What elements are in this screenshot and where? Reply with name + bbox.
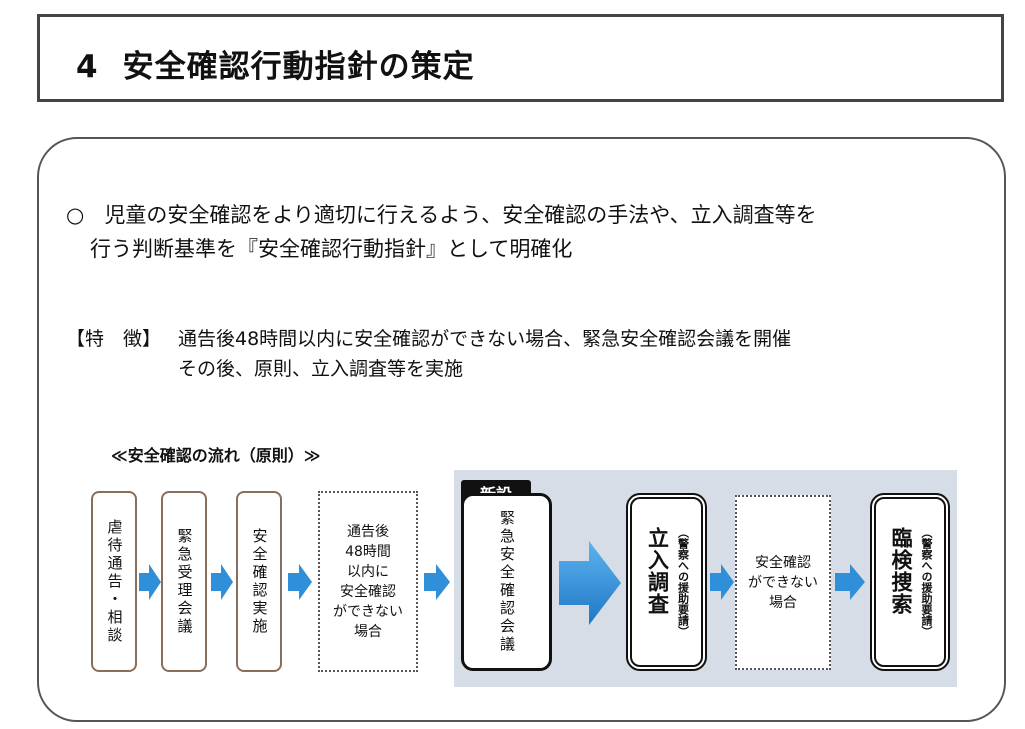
- step-forced-search-note: （警察への援助要請）: [920, 527, 933, 637]
- page-title: 4 安全確認行動指針の策定: [76, 41, 475, 86]
- summary-text: ○ 児童の安全確認をより適切に行えるよう、安全確認の手法や、立入調査等を 行う判断…: [66, 198, 817, 266]
- step-condition-48h-line: 安全確認: [340, 583, 396, 600]
- step-safety-check: 安全確認実施: [236, 491, 282, 672]
- content-panel: [37, 137, 1006, 722]
- step-condition-unable-line: 安全確認: [755, 554, 811, 571]
- section-number: 4: [76, 49, 99, 85]
- step-abuse-report: 虐待通告・相談: [91, 491, 137, 672]
- step-safety-check-label: 安全確認実施: [250, 527, 269, 636]
- arrow-right-icon: [211, 564, 233, 600]
- step-condition-48h-line: 場合: [354, 623, 382, 640]
- step-emergency-safety-meeting: 緊急安全確認会議: [461, 493, 552, 671]
- step-condition-unable-line: 場合: [769, 594, 797, 611]
- step-emergency-intake-meeting: 緊急受理会議: [161, 491, 207, 672]
- step-condition-48h-line: ができない: [333, 603, 403, 620]
- flow-title: ≪安全確認の流れ（原則）≫: [111, 446, 321, 465]
- feature-line-2: その後、原則、立入調査等を実施: [178, 358, 464, 380]
- step-condition-48h: 通告後 48時間 以内に 安全確認 ができない 場合: [318, 491, 418, 672]
- arrow-right-icon: [139, 564, 161, 600]
- arrow-right-icon: [710, 564, 734, 600]
- summary-line-1: 児童の安全確認をより適切に行えるよう、安全確認の手法や、立入調査等を: [104, 203, 817, 227]
- step-condition-unable-line: ができない: [748, 574, 818, 591]
- summary-line-2: 行う判断基準を『安全確認行動指針』として明確化: [90, 237, 573, 261]
- feature-line-1: 通告後48時間以内に安全確認ができない場合、緊急安全確認会議を開催: [178, 328, 792, 350]
- step-condition-48h-line: 通告後: [347, 523, 389, 540]
- step-on-site-investigation: （警察への援助要請） 立入調査: [626, 493, 707, 671]
- step-forced-search: （警察への援助要請） 臨検捜索: [870, 493, 950, 671]
- step-forced-search-label: 臨検捜索: [889, 527, 913, 615]
- step-on-site-investigation-note: （警察への援助要請）: [676, 527, 690, 637]
- title-box: 4 安全確認行動指針の策定: [37, 14, 1004, 102]
- step-emergency-safety-meeting-label: 緊急安全確認会議: [498, 510, 516, 654]
- step-condition-48h-line: 48時間: [345, 543, 391, 560]
- arrow-right-icon: [424, 564, 450, 600]
- section-title: 安全確認行動指針の策定: [122, 49, 475, 85]
- feature-text: 【特 徴】通告後48時間以内に安全確認ができない場合、緊急安全確認会議を開催 そ…: [66, 324, 791, 384]
- step-condition-48h-line: 以内に: [347, 563, 389, 580]
- step-on-site-investigation-label: 立入調査: [645, 527, 670, 615]
- arrow-right-icon: [835, 564, 865, 600]
- feature-label: 【特 徴】: [66, 328, 162, 350]
- step-abuse-report-label: 虐待通告・相談: [105, 518, 124, 645]
- big-arrow-right-icon: [559, 541, 621, 625]
- step-emergency-intake-meeting-label: 緊急受理会議: [175, 527, 194, 636]
- step-condition-unable: 安全確認 ができない 場合: [735, 495, 831, 670]
- bullet-mark: ○: [66, 203, 85, 227]
- arrow-right-icon: [288, 564, 312, 600]
